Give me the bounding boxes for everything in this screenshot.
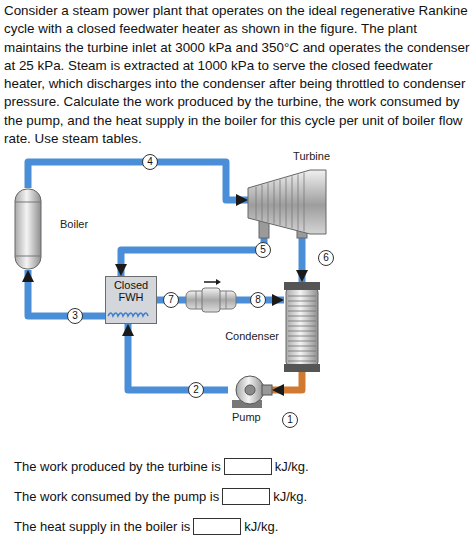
- callout-number: 5: [255, 242, 271, 258]
- callout-number: 2: [188, 382, 204, 398]
- unit-text: kJ/kg.: [273, 489, 307, 504]
- node-label: Closed FWH: [105, 276, 157, 303]
- callout-number: 8: [250, 292, 266, 308]
- turbine-symbol: [248, 168, 326, 238]
- answer-row: The work consumed by the pump is kJ/kg.: [14, 488, 307, 505]
- node-label: Pump: [232, 411, 261, 423]
- pipe-connector: [272, 372, 302, 390]
- turbine: Turbine: [248, 168, 326, 238]
- boiler-drum-symbol: [14, 188, 42, 270]
- unit-text: kJ/kg.: [244, 519, 278, 534]
- answer-box: [193, 518, 241, 535]
- callout-number: 4: [142, 154, 158, 170]
- question-text: The heat supply in the boiler is: [14, 519, 190, 534]
- node-label: Turbine: [293, 150, 330, 162]
- condenser-symbol: [284, 282, 320, 372]
- answer-box: [222, 488, 270, 505]
- pipe-connector: [121, 238, 264, 276]
- condenser: Condenser: [284, 282, 320, 372]
- pump-symbol: [228, 372, 272, 408]
- pipe-connector: [28, 162, 248, 200]
- node-label: Condenser: [225, 330, 279, 342]
- callout-number: 3: [67, 308, 83, 324]
- question-text: The work produced by the turbine is: [14, 459, 221, 474]
- node-label: Boiler: [60, 218, 88, 230]
- unit-text: kJ/kg.: [275, 459, 309, 474]
- callout-number: 7: [163, 292, 179, 308]
- throttle-trap: [186, 279, 236, 312]
- answer-row: The heat supply in the boiler is kJ/kg.: [14, 518, 278, 535]
- pipe-connector: [128, 324, 228, 390]
- boiler-drum: Boiler: [14, 188, 42, 270]
- callout-number: 6: [318, 250, 334, 266]
- pipe-connector: [28, 270, 105, 316]
- pipe-connector: [299, 238, 306, 282]
- question-text: The work consumed by the pump is: [14, 489, 219, 504]
- closed-feedwater-heater: Closed FWH: [105, 276, 157, 324]
- problem-statement: Consider a steam power plant that operat…: [4, 2, 470, 148]
- pump: Pump: [228, 372, 272, 408]
- answer-box: [224, 458, 272, 475]
- answer-row: The work produced by the turbine is kJ/kg…: [14, 458, 309, 475]
- callout-number: 1: [282, 412, 298, 428]
